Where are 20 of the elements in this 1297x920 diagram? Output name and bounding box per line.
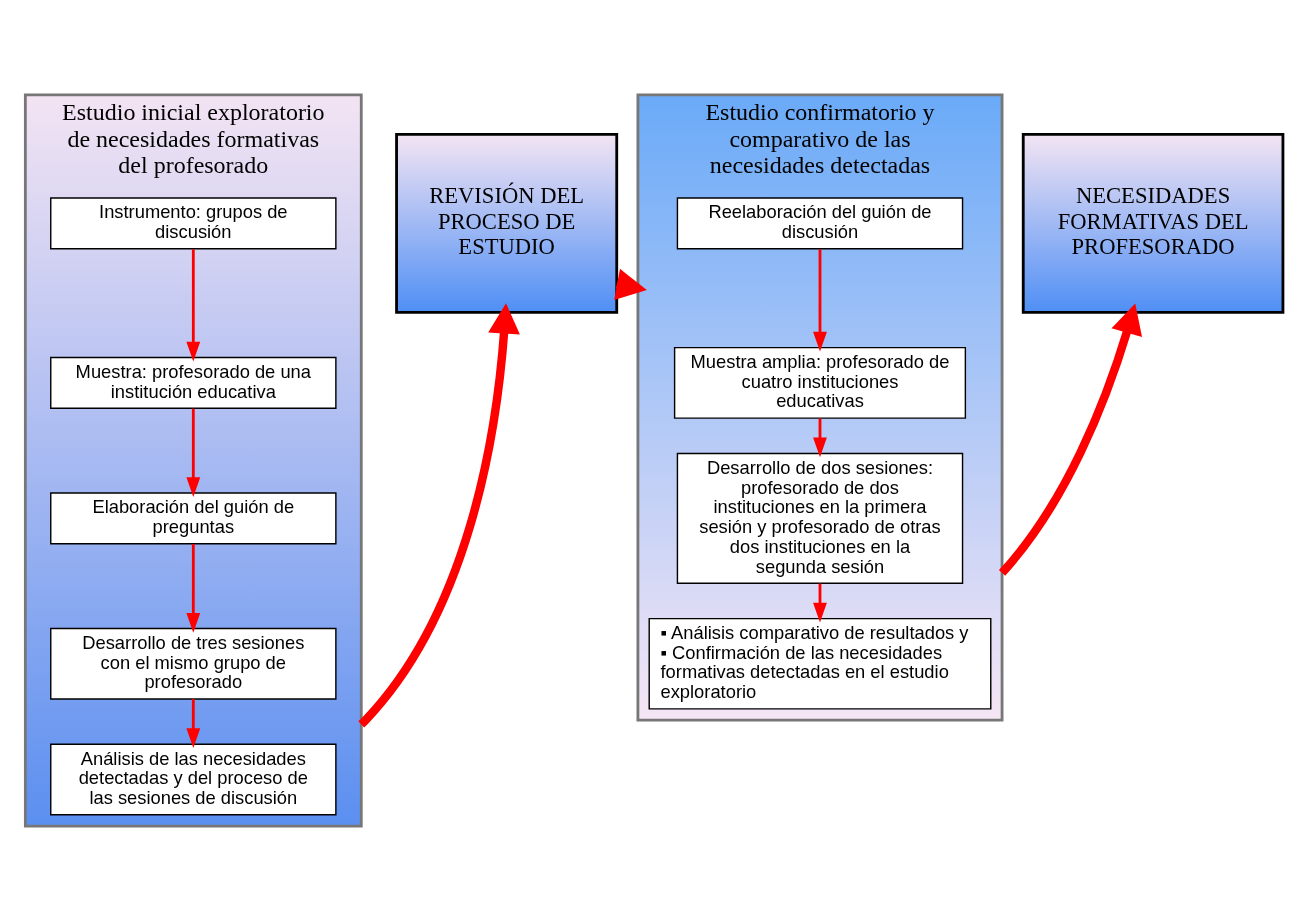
arrow [813,417,827,457]
arrow [358,302,520,727]
arrow [186,543,201,633]
node-box: Desarrollo de tres sesiones con el mismo grupo de profesorado [50,627,337,700]
node-box: Reelaboración del guión de discusión [676,196,964,249]
arrow [998,303,1143,576]
node-box: Muestra amplia: profesorado de cuatro instituciones educativas [673,346,967,419]
arrow [813,248,827,352]
node-box: ▪ Análisis comparativo de resultados y ▪ Confirmación de las necesidades formativas detectadas en el estudio exploratorio [648,617,992,710]
arrow [186,248,201,361]
arrow [186,698,201,748]
node-box: Muestra: profesorado de una institución educativa [50,356,337,409]
node-box: Elaboración del guión de preguntas [50,491,337,544]
node-box: Instrumento: grupos de discusión [50,196,337,249]
arrow [813,583,827,622]
node-box: NECESIDADES FORMATIVAS DEL PROFESORADO [1021,132,1285,314]
arrow [186,408,201,497]
node-box: Análisis de las necesidades detectadas y del proceso de las sesiones de discusión [50,743,337,815]
node-box: REVISIÓN DEL PROCESO DE ESTUDIO [395,132,619,314]
node-box: Desarrollo de dos sesiones: profesorado de dos instituciones en la primera sesión y profesorado de otras dos instituciones en la segunda sesión [676,452,964,584]
